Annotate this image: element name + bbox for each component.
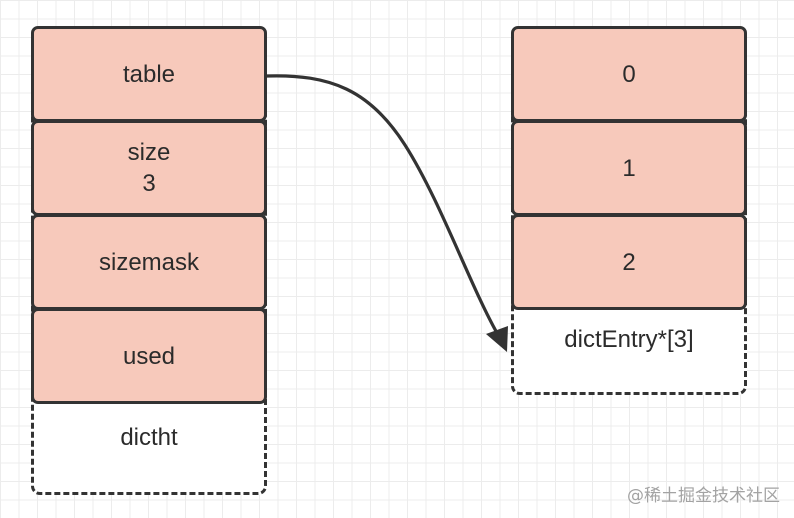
used-field: used	[31, 308, 267, 404]
table-field-label: table	[122, 60, 176, 88]
watermark-text: @稀土掘金技术社区	[627, 486, 780, 506]
sizemask-field-label: sizemask	[98, 248, 200, 276]
dictht-label: dictht	[120, 424, 178, 451]
size-field-value: 3	[142, 170, 156, 197]
size-field-label: size	[127, 139, 171, 166]
array-slot-2: 2	[511, 214, 747, 310]
dict-entry-array-label: dictEntry*[3]	[564, 326, 694, 353]
used-field-label: used	[122, 342, 176, 370]
sizemask-field: sizemask	[31, 214, 267, 310]
pointer-connector	[265, 74, 499, 335]
array-slot-1-label: 1	[622, 154, 636, 182]
array-slot-0-label: 0	[622, 60, 636, 88]
array-slot-2-label: 2	[622, 248, 636, 276]
arrowhead-icon	[486, 326, 508, 352]
size-field: size 3	[31, 120, 267, 216]
